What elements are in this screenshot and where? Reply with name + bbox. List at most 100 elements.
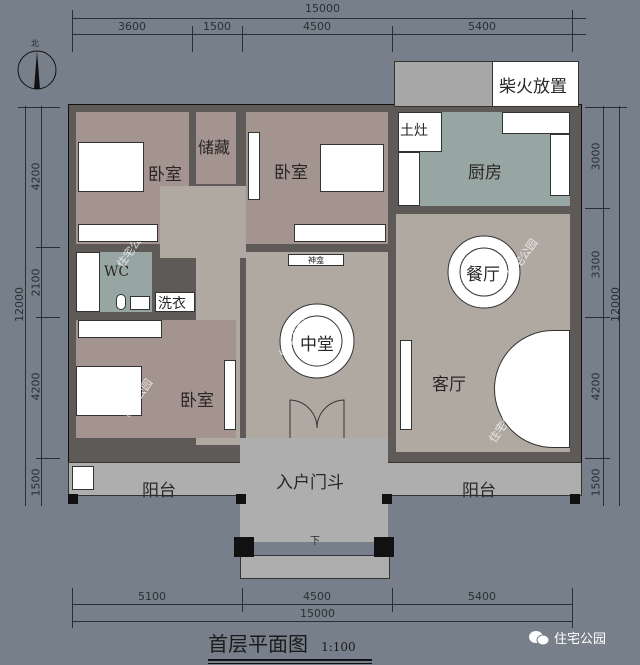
dim-tick bbox=[242, 26, 243, 52]
counter-left bbox=[398, 152, 420, 206]
dim-tick bbox=[36, 317, 60, 318]
title-underline bbox=[208, 659, 372, 661]
room-label-living: 客厅 bbox=[432, 375, 466, 395]
drawing-title: 首层平面图 1:100 bbox=[208, 628, 372, 664]
stove-counter bbox=[398, 112, 442, 152]
dim-bottom-seg-1: 5100 bbox=[138, 590, 166, 603]
dim-line-left-total bbox=[25, 106, 26, 506]
dim-left-seg-3: 4200 bbox=[29, 372, 43, 401]
room-label-bedroom-sw: 卧室 bbox=[180, 391, 214, 411]
room-label-balcony-w[interactable]: 阳台 bbox=[142, 481, 176, 501]
bed-icon bbox=[320, 144, 384, 192]
bed-icon bbox=[76, 366, 142, 416]
dim-tick bbox=[585, 107, 627, 108]
laundry-sink-icon bbox=[72, 466, 94, 490]
tv-cabinet-icon bbox=[248, 132, 260, 200]
dim-bottom-total: 15000 bbox=[300, 607, 335, 620]
entry-porch[interactable]: 入户门斗 下 bbox=[240, 438, 388, 547]
north-compass: 北 bbox=[16, 38, 58, 94]
dim-right-seg-4: 1500 bbox=[589, 468, 603, 497]
dim-bottom-seg-3: 5400 bbox=[468, 590, 496, 603]
cooktop-counter bbox=[550, 134, 570, 196]
dim-line-right-total bbox=[619, 106, 620, 506]
dim-tick bbox=[585, 458, 610, 459]
dim-left-seg-2: 2100 bbox=[29, 268, 43, 297]
pillar bbox=[570, 494, 580, 504]
corridor bbox=[160, 186, 246, 258]
dim-top-seg-2: 1500 bbox=[203, 20, 231, 33]
dim-top-seg-3: 4500 bbox=[303, 20, 331, 33]
room-label-firewood: 柴火放置 bbox=[499, 77, 567, 97]
room-label-bedroom-n: 卧室 bbox=[274, 163, 308, 183]
wechat-icon bbox=[529, 630, 550, 645]
dim-tick bbox=[36, 458, 60, 459]
room-storage[interactable]: 储藏 bbox=[196, 112, 236, 184]
dim-line-bottom-total bbox=[72, 621, 572, 622]
wardrobe-icon bbox=[294, 224, 386, 242]
dim-tick bbox=[572, 588, 573, 628]
dim-line-left-segments bbox=[41, 106, 42, 506]
dim-tick bbox=[392, 588, 393, 612]
round-table-icon bbox=[279, 303, 355, 379]
toilet-icon bbox=[116, 294, 126, 310]
dim-left-total: 12000 bbox=[13, 287, 26, 322]
dim-bottom-seg-2: 4500 bbox=[303, 590, 331, 603]
room-label-balcony-e[interactable]: 阳台 bbox=[462, 481, 496, 501]
dim-tick bbox=[72, 10, 73, 52]
dim-line-top-total bbox=[72, 18, 586, 19]
dim-left-seg-1: 4200 bbox=[29, 162, 43, 191]
compass-arrow-icon bbox=[17, 50, 57, 90]
dim-tick bbox=[392, 26, 393, 52]
room-label-bedroom-nw: 卧室 bbox=[148, 165, 182, 185]
room-dining-living[interactable]: 餐厅 客厅 bbox=[396, 214, 570, 452]
entry-steps bbox=[240, 555, 390, 579]
pillar bbox=[374, 537, 394, 557]
title-underline-thin bbox=[208, 663, 372, 664]
dim-tick bbox=[242, 588, 243, 612]
dim-tick bbox=[72, 588, 73, 628]
brand-name: 住宅公园 bbox=[554, 632, 607, 647]
room-central-hall[interactable]: 神龛 中堂 bbox=[246, 252, 388, 438]
firewood-shed bbox=[394, 61, 494, 107]
firewood-area: 柴火放置 bbox=[492, 61, 579, 107]
dim-tick bbox=[585, 317, 610, 318]
room-label-stove: 土灶 bbox=[400, 123, 428, 139]
room-label-wc: WC bbox=[104, 264, 130, 280]
bed-icon bbox=[78, 142, 144, 192]
room-kitchen[interactable]: 土灶 厨房 bbox=[398, 112, 570, 206]
dim-tick bbox=[36, 247, 60, 248]
wardrobe-icon bbox=[78, 224, 158, 242]
room-label-kitchen: 厨房 bbox=[468, 163, 502, 183]
sink-counter bbox=[502, 112, 570, 134]
room-laundry[interactable]: 洗衣 bbox=[155, 292, 195, 312]
dim-tick bbox=[192, 26, 193, 52]
dim-right-seg-3: 4200 bbox=[589, 372, 603, 401]
dim-top-seg-1: 3600 bbox=[118, 20, 146, 33]
north-label: 北 bbox=[31, 39, 39, 48]
stair-down-label: 下 bbox=[310, 536, 320, 547]
title-scale: 1:100 bbox=[321, 640, 356, 654]
pillar bbox=[68, 494, 78, 504]
dim-right-seg-2: 3300 bbox=[589, 250, 603, 279]
dining-table-icon bbox=[447, 235, 521, 309]
room-label-entry-porch: 入户门斗 bbox=[276, 473, 344, 493]
room-label-dining: 餐厅 bbox=[466, 265, 500, 285]
room-bedroom-n[interactable]: 卧室 bbox=[246, 112, 388, 244]
room-bedroom-nw[interactable]: 卧室 bbox=[76, 112, 189, 244]
dim-line-bottom-segments bbox=[72, 604, 572, 605]
room-label-storage: 储藏 bbox=[198, 138, 231, 157]
tv-cabinet-icon bbox=[400, 340, 412, 430]
dim-tick bbox=[585, 208, 610, 209]
basin-icon bbox=[130, 296, 150, 310]
dim-right-total: 12000 bbox=[609, 287, 622, 322]
room-bedroom-sw[interactable]: 卧室 bbox=[76, 320, 236, 438]
shower-icon bbox=[76, 252, 100, 312]
pillar bbox=[234, 537, 254, 557]
tv-cabinet-icon bbox=[224, 360, 236, 430]
dim-tick bbox=[572, 10, 573, 52]
dim-tick bbox=[18, 107, 60, 108]
room-wc[interactable]: WC bbox=[76, 252, 152, 312]
dim-right-seg-1: 3000 bbox=[589, 142, 603, 171]
wardrobe-icon bbox=[78, 320, 162, 338]
shrine: 神龛 bbox=[288, 254, 344, 266]
